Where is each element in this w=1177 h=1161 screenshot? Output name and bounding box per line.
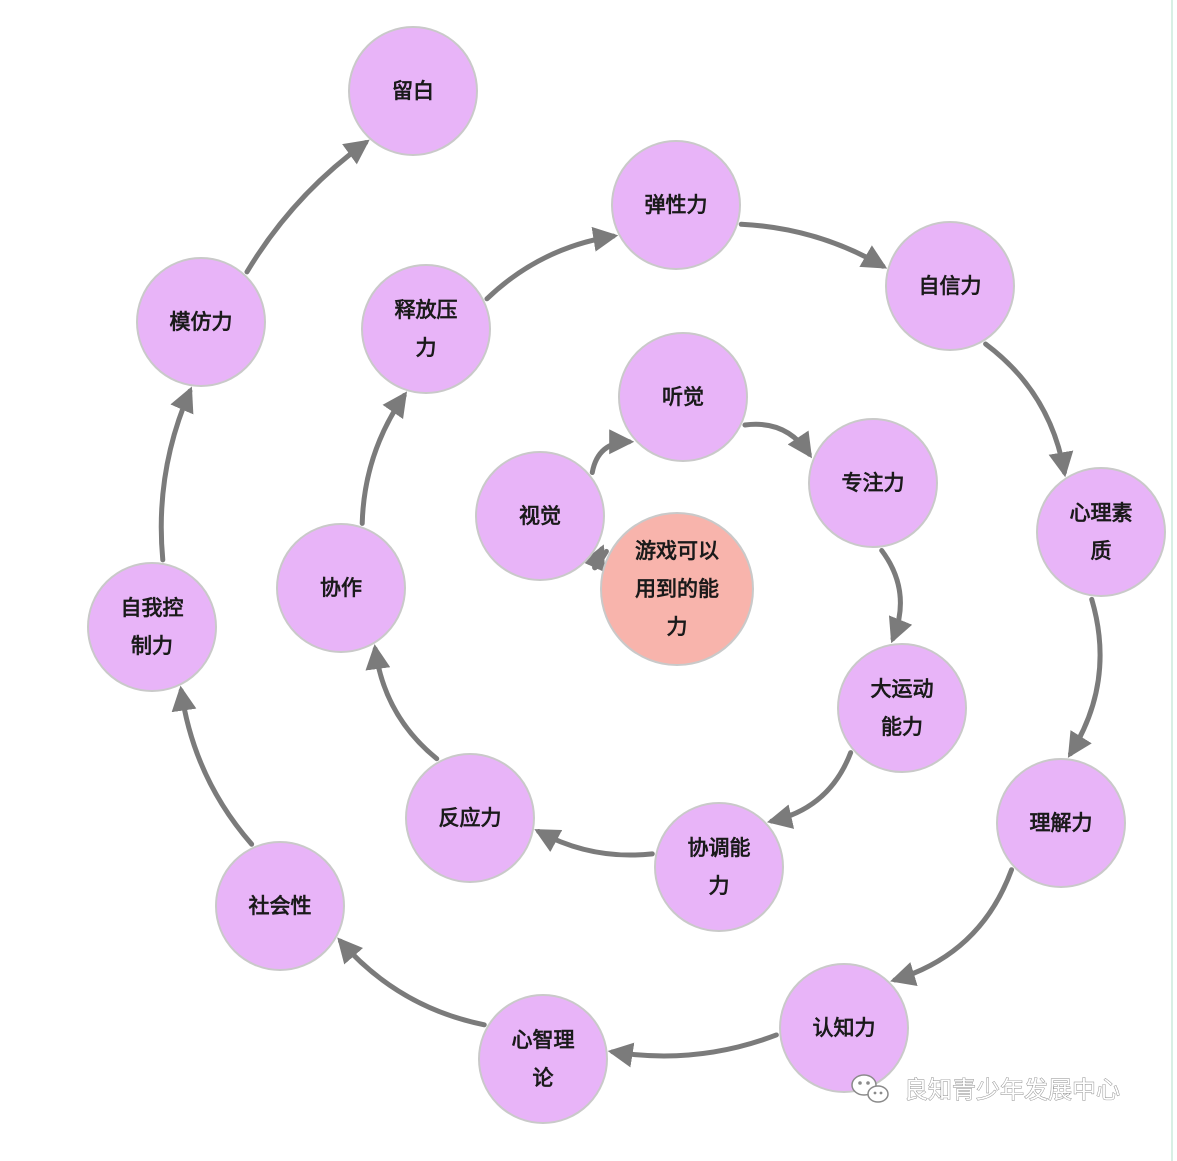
node-label: 社会性 <box>248 894 312 918</box>
node-label: 认知力 <box>813 1016 876 1040</box>
arrow-hearing-to-focus <box>742 421 813 459</box>
node-label: 理解力 <box>1030 811 1093 835</box>
node-blank-space: 留白 <box>348 26 478 156</box>
arrow-resilience-to-confidence <box>738 221 888 269</box>
node-label: 力 <box>416 336 437 360</box>
arrow-gross-motor-to-coordination <box>766 750 854 829</box>
node-circle <box>1036 467 1166 597</box>
node-circle <box>654 802 784 932</box>
node-label: 用到的能 <box>635 577 719 601</box>
arrow-self-control-to-imitation <box>158 386 194 563</box>
watermark-text: 良知青少年发展中心 <box>904 1076 1120 1104</box>
node-circle <box>996 758 1126 888</box>
arrow-visual-to-hearing <box>589 429 635 476</box>
node-circle <box>405 753 535 883</box>
arrow-collaboration-to-stress-release <box>359 391 408 526</box>
arrow-sociality-to-self-control <box>171 685 255 847</box>
node-circle <box>611 140 741 270</box>
node-label: 反应力 <box>439 806 502 830</box>
node-circle <box>779 963 909 1093</box>
arrow-focus-to-gross-motor <box>879 547 913 644</box>
node-reaction: 反应力 <box>405 753 535 883</box>
arrow-imitation-to-blank-space <box>244 139 370 275</box>
nodes-layer: 游戏可以用到的能力视觉听觉专注力大运动能力协调能力反应力协作释放压力弹性力自信力… <box>87 26 1166 1124</box>
node-label: 力 <box>709 874 730 898</box>
arrow-theory-of-mind-to-sociality <box>337 937 487 1028</box>
edges-layer <box>158 139 1103 1068</box>
node-confidence: 自信力 <box>885 221 1015 351</box>
node-imitation: 模仿力 <box>136 257 266 387</box>
node-label: 大运动 <box>871 677 934 701</box>
arrow-center-to-visual <box>582 544 609 573</box>
node-circle <box>87 562 217 692</box>
node-label: 论 <box>533 1066 555 1090</box>
node-circle <box>808 418 938 548</box>
node-label: 协作 <box>320 576 362 600</box>
wechat-icon <box>851 1074 889 1103</box>
node-resilience: 弹性力 <box>611 140 741 270</box>
node-circle <box>618 332 748 462</box>
node-circle <box>348 26 478 156</box>
node-label: 留白 <box>392 79 434 103</box>
node-circle <box>600 512 754 666</box>
node-label: 能力 <box>881 715 923 739</box>
node-circle <box>361 264 491 394</box>
node-circle <box>837 643 967 773</box>
arrow-coordination-to-reaction <box>534 829 655 858</box>
node-label: 弹性力 <box>645 193 708 217</box>
node-sociality: 社会性 <box>215 841 345 971</box>
node-circle <box>215 841 345 971</box>
node-hearing: 听觉 <box>618 332 748 462</box>
node-label: 质 <box>1091 539 1112 563</box>
node-circle <box>475 451 605 581</box>
node-label: 游戏可以 <box>635 539 719 563</box>
node-collaboration: 协作 <box>276 523 406 653</box>
node-label: 力 <box>667 615 688 639</box>
node-focus: 专注力 <box>808 418 938 548</box>
node-label: 视觉 <box>519 504 561 528</box>
node-label: 制力 <box>131 634 173 658</box>
node-label: 听觉 <box>662 385 704 409</box>
node-label: 模仿力 <box>170 310 233 334</box>
node-circle <box>276 523 406 653</box>
node-circle <box>136 257 266 387</box>
node-cognition: 认知力 <box>779 963 909 1093</box>
node-label: 自我控 <box>121 596 184 620</box>
node-label: 专注力 <box>842 471 905 495</box>
node-understanding: 理解力 <box>996 758 1126 888</box>
arrow-cognition-to-theory-of-mind <box>607 1032 779 1068</box>
node-label: 心智理 <box>512 1028 575 1052</box>
node-label: 协调能 <box>688 836 751 860</box>
arrow-reaction-to-collaboration <box>365 644 440 762</box>
arrow-mental-quality-to-understanding <box>1067 596 1103 758</box>
arrow-understanding-to-cognition <box>890 867 1015 987</box>
node-label: 释放压 <box>395 298 458 322</box>
node-circle <box>885 221 1015 351</box>
node-label: 心理素 <box>1070 501 1133 525</box>
watermark: 良知青少年发展中心 <box>851 1074 1120 1104</box>
arrow-confidence-to-mental-quality <box>983 341 1074 478</box>
node-visual: 视觉 <box>475 451 605 581</box>
node-circle <box>478 994 608 1124</box>
node-label: 自信力 <box>919 274 982 298</box>
arrow-stress-release-to-resilience <box>484 226 619 302</box>
